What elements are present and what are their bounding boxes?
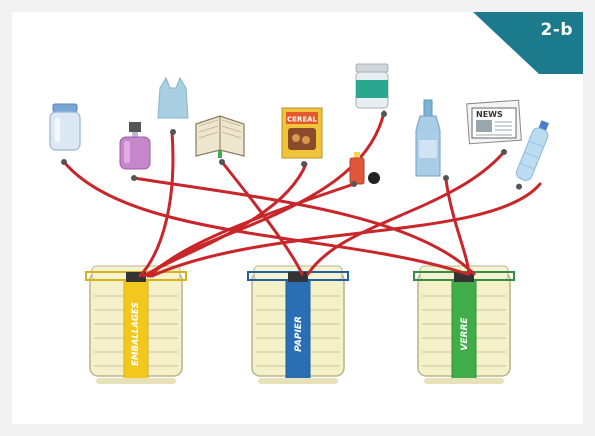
bin-slot [454, 272, 474, 282]
newspaper-headline: NEWS [476, 110, 503, 119]
bin-color-band [285, 279, 311, 383]
newspaper-icon[interactable]: NEWS [466, 99, 522, 155]
glass-bottle-icon[interactable] [415, 99, 449, 181]
connector-dot [131, 175, 137, 181]
bin-base [424, 378, 504, 384]
bin-label: EMBALLAGES [131, 302, 141, 366]
exercise-card: EMBALLAGES PAPIER [12, 12, 583, 424]
cereal-box-icon[interactable]: CEREAL [281, 107, 323, 167]
plastic-bag-icon[interactable] [157, 76, 189, 135]
wire-jar-to-verre[interactable] [62, 160, 469, 276]
connector-dot [443, 175, 449, 181]
bin-slot [288, 272, 308, 282]
recycling-bins: EMBALLAGES PAPIER [85, 265, 515, 384]
bin-color-band [451, 279, 477, 383]
connector-dot [301, 161, 307, 167]
connector-dot [516, 183, 523, 190]
connector-dot [501, 149, 507, 155]
wire-newspaper-to-papier[interactable] [306, 150, 506, 276]
connector-dot [219, 159, 225, 165]
plastic-water-bottle-icon[interactable] [511, 119, 553, 193]
bin-emballages[interactable]: EMBALLAGES [85, 265, 187, 384]
wire-book-to-papier[interactable] [220, 160, 304, 276]
glass-jar-icon[interactable] [49, 103, 81, 165]
bin-verre[interactable]: VERRE [413, 265, 515, 384]
bin-papier[interactable]: PAPIER [247, 265, 349, 384]
connector-dot [351, 181, 357, 187]
wire-bag-to-emballages[interactable] [138, 130, 175, 278]
open-book-icon[interactable] [195, 115, 245, 165]
wire-aerosol-to-emballages[interactable] [148, 182, 356, 278]
connection-wires [62, 110, 542, 278]
cereal-box-text: CEREAL [287, 116, 318, 124]
bin-slot [126, 272, 146, 282]
connector-dot [381, 111, 387, 117]
bin-label: VERRE [460, 317, 470, 351]
aerosol-spray-icon[interactable] [349, 152, 380, 187]
sorting-diagram: EMBALLAGES PAPIER [49, 63, 553, 384]
wire-perfume-to-verre[interactable] [132, 176, 476, 276]
connector-dot [170, 129, 176, 135]
bin-base [96, 378, 176, 384]
exercise-badge-label: 2-b [540, 20, 573, 40]
connector-dot [61, 159, 67, 165]
perfume-bottle-icon[interactable] [119, 122, 151, 181]
wire-water-bottle-to-emballages[interactable] [150, 182, 542, 278]
glass-jar-green-label-icon[interactable] [355, 63, 389, 117]
bin-base [258, 378, 338, 384]
bin-label: PAPIER [294, 316, 304, 352]
